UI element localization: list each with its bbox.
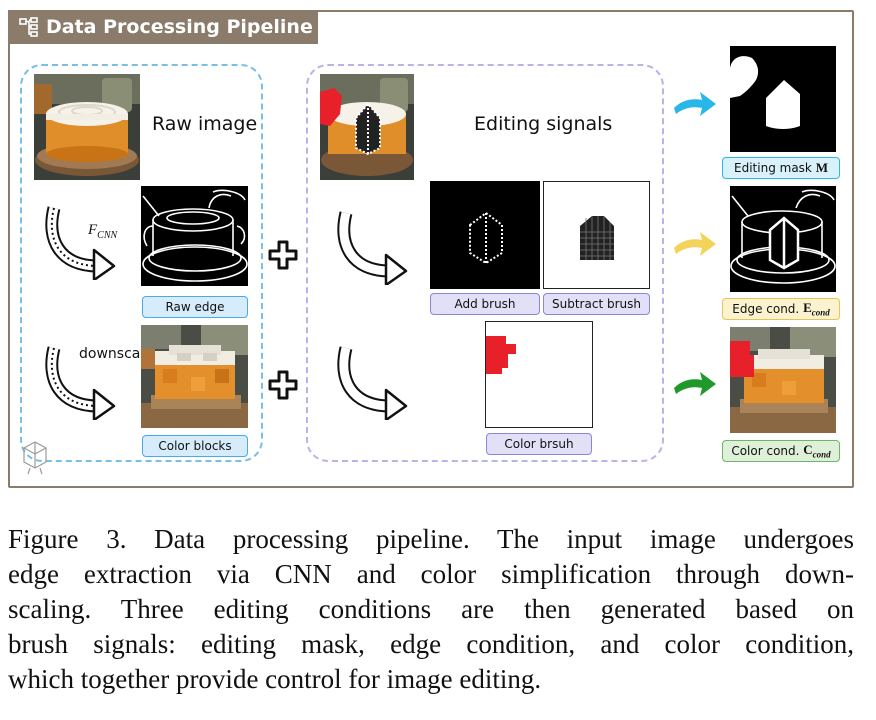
figure-title-tab: Data Processing Pipeline	[8, 10, 318, 44]
edge-condition-image	[730, 186, 836, 292]
add-brush-caption: Add brush	[430, 293, 540, 315]
downscale-label: downscale	[79, 346, 153, 362]
curved-arrow-brush-icon	[332, 205, 412, 285]
pipeline-icon	[18, 16, 40, 38]
arrow-yellow-icon	[672, 226, 718, 262]
editing-signals-photo	[320, 74, 414, 180]
editing-mask-image	[730, 46, 836, 152]
editing-mask-caption: Editing mask M	[722, 157, 840, 179]
cnn-function-label: FCNN	[88, 222, 118, 241]
caption-line: edge extraction via CNN and color simpli…	[8, 559, 854, 589]
color-blocks-caption: Color blocks	[142, 435, 248, 457]
color-brush-image	[485, 321, 593, 428]
curved-arrow-color-icon	[332, 340, 412, 420]
subtract-brush-caption: Subtract brush	[543, 293, 650, 315]
editing-signals-panel	[306, 64, 664, 462]
caption-line: Figure 3. Data processing pipeline. The …	[8, 524, 854, 554]
plus-icon	[268, 240, 298, 270]
subtract-brush-image	[543, 181, 650, 289]
editing-signals-label: Editing signals	[474, 113, 613, 135]
color-blocks-image	[141, 325, 248, 428]
raw-edge-caption: Raw edge	[142, 296, 248, 318]
figure-caption: Figure 3. Data processing pipeline. The …	[8, 522, 854, 697]
raw-edge-image	[141, 186, 248, 286]
edge-condition-caption: Edge cond. Econd	[722, 298, 840, 320]
arrow-cyan-icon	[672, 86, 718, 122]
color-condition-image	[730, 327, 836, 433]
curved-arrow-downscale-icon	[40, 340, 120, 420]
caption-line: brush signals: editing mask, edge condit…	[8, 629, 854, 659]
raw-image-photo	[34, 74, 140, 180]
caption-line: which together provide control for image…	[8, 664, 542, 694]
figure-title: Data Processing Pipeline	[46, 16, 313, 38]
caption-line: scaling. Three editing conditions are th…	[8, 594, 854, 624]
color-condition-caption: Color cond. Ccond	[722, 440, 840, 462]
figure-frame	[8, 10, 854, 488]
raw-image-label: Raw image	[152, 113, 258, 135]
color-brush-caption: Color brsuh	[486, 433, 592, 455]
raw-processing-panel	[20, 64, 263, 462]
plus-icon	[268, 370, 298, 400]
add-brush-image	[430, 181, 540, 289]
watermark-logo	[22, 440, 48, 476]
arrow-green-icon	[672, 366, 718, 402]
curved-arrow-cnn-icon	[40, 200, 120, 280]
